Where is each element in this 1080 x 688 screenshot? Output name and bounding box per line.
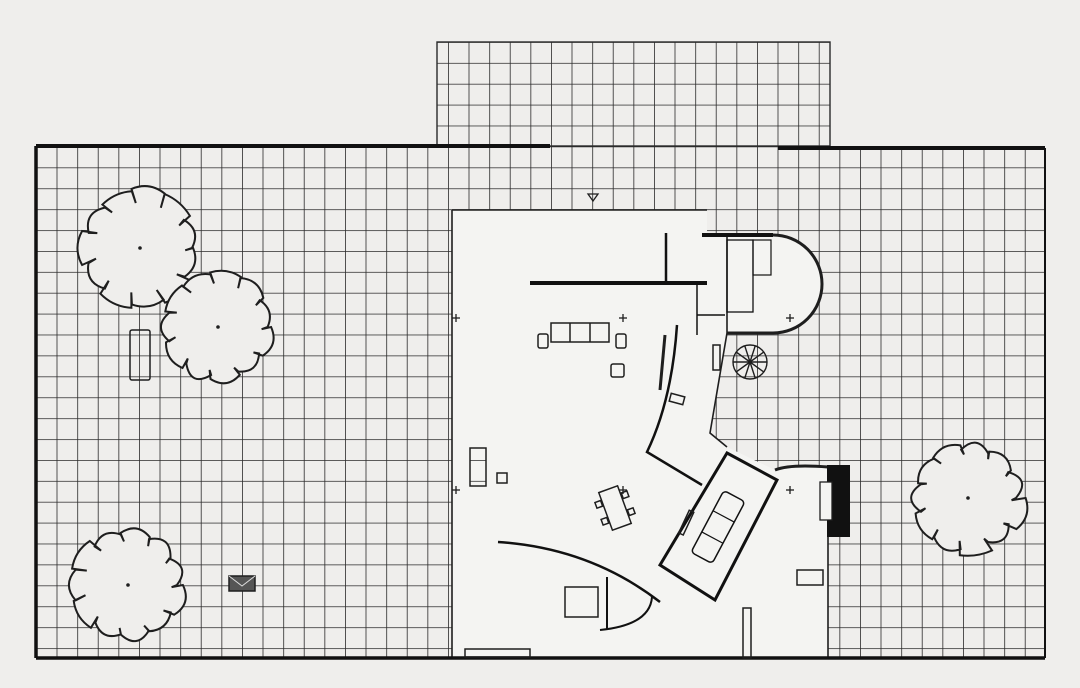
tree-icon [67,527,187,643]
trees [67,185,1029,643]
column-cross-icon [619,314,627,322]
north-marker-icon [586,193,600,203]
column-cross-icon [786,486,794,494]
cabinet [668,392,686,406]
counter [742,607,752,659]
garage [657,450,780,603]
armchair [615,333,627,349]
furniture [129,322,824,659]
bed [564,586,599,618]
column-cross-icon [786,314,794,322]
tree-icon [910,441,1029,557]
shelf [712,344,721,371]
interior-walls [497,233,773,631]
sofa-icon [550,322,610,343]
fireplace [819,465,850,537]
column-cross-icon [452,486,460,494]
ottoman [610,363,625,378]
planter [228,575,256,592]
tree-icon [76,185,197,309]
dining-table [593,484,637,532]
shelf [677,509,695,537]
side-table [496,472,508,484]
house-outline [451,209,829,658]
garden-bench [129,329,151,381]
desk [796,569,824,586]
armchair [537,333,549,349]
radiator [469,447,487,487]
tree-icon [159,269,275,385]
bench [464,648,531,658]
boundary-walls [34,144,1046,660]
column-cross-icon [452,314,460,322]
column-crosses [452,314,794,494]
column-cross-icon [619,486,627,494]
car-icon [691,491,745,563]
spiral-stair-icon [732,344,768,380]
